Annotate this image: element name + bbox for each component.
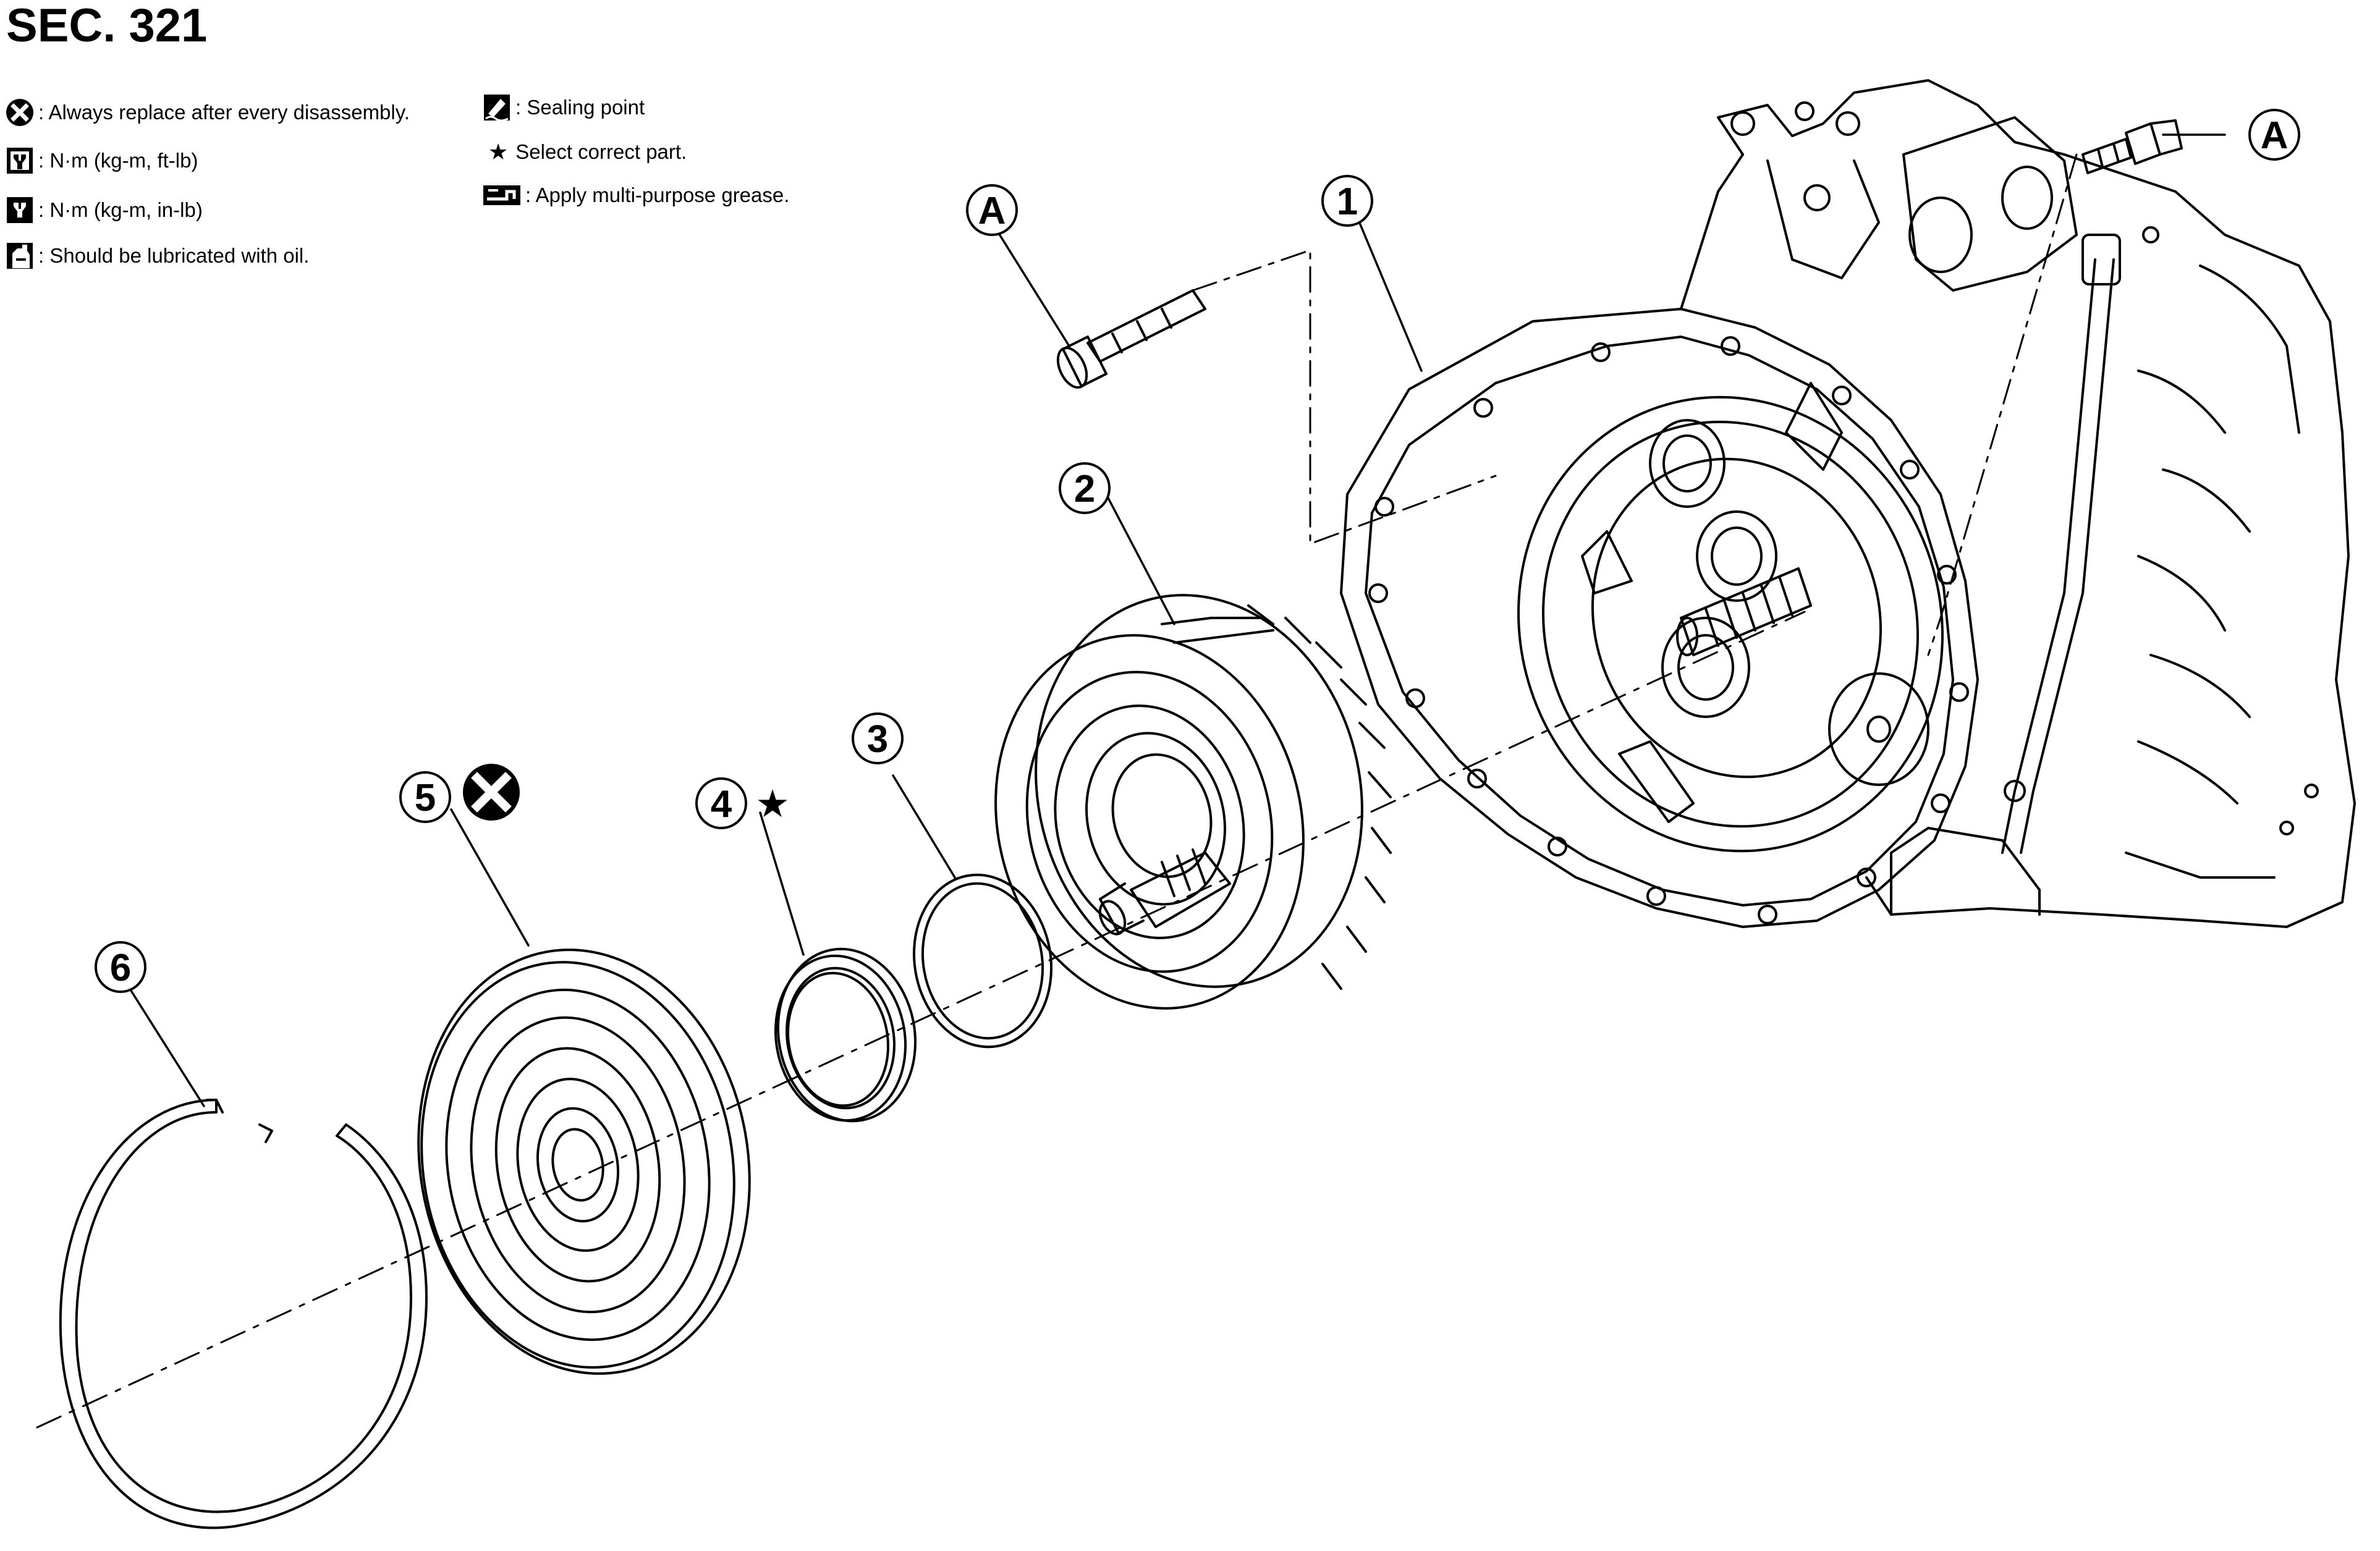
- callout-a-left: A: [966, 184, 1018, 236]
- sealing-point-icon: [484, 95, 510, 122]
- torque-in-lb-icon: [7, 197, 33, 223]
- replace-after-disassembly-marker: [463, 764, 520, 821]
- legend-item-grease: : Apply multi-purpose grease.: [482, 183, 789, 208]
- svg-text:4: 4: [711, 783, 732, 826]
- callout-4: 4: [695, 777, 747, 829]
- replace-after-disassembly-icon: [6, 99, 33, 126]
- legend-text-torque-ft-lb: : N·m (kg-m, ft-lb): [38, 149, 198, 172]
- svg-text:6: 6: [110, 947, 131, 989]
- callout-3: 3: [852, 712, 904, 764]
- thrust-washer-part-3: [912, 873, 1053, 1049]
- legend-text-replace: : Always replace after every disassembly…: [38, 101, 410, 124]
- legend-text-torque-in-lb: : N·m (kg-m, in-lb): [38, 198, 203, 221]
- svg-text:3: 3: [867, 718, 888, 761]
- legend-item-replace: : Always replace after every disassembly…: [5, 98, 410, 127]
- legend-item-sealing: : Sealing point: [482, 93, 645, 122]
- flange-bolt-holes: [1368, 336, 1969, 924]
- callout-2: 2: [1059, 462, 1111, 514]
- section-title: SEC. 321: [6, 0, 208, 52]
- bolt-leader-lines: [1192, 153, 2078, 656]
- select-part-star-icon: ★: [488, 139, 509, 164]
- torque-converter-part-2: [994, 594, 1392, 1010]
- legend-text-sealing: : Sealing point: [515, 96, 645, 119]
- bearing-race-part-4: [774, 947, 917, 1123]
- torque-ft-lb-icon: [7, 148, 33, 174]
- legend-text-lubricate: : Should be lubricated with oil.: [38, 244, 310, 267]
- legend-item-select-part: ★ Select correct part.: [488, 140, 687, 164]
- svg-text:A: A: [978, 190, 1006, 232]
- legend-item-lubricate: : Should be lubricated with oil.: [5, 241, 309, 271]
- select-part-star-marker: ★: [755, 781, 790, 826]
- oil-pump-seal-part-5: [417, 949, 751, 1375]
- callout-1: 1: [1321, 175, 1373, 227]
- snap-ring-part-6: [59, 1099, 428, 1529]
- multi-purpose-grease-icon: [483, 185, 520, 205]
- transaxle-case-part-1: [1340, 79, 2356, 928]
- svg-text:5: 5: [415, 777, 436, 819]
- svg-text:1: 1: [1337, 180, 1358, 223]
- legend-text-grease: : Apply multi-purpose grease.: [525, 184, 790, 206]
- mounting-bolt-left: [1056, 289, 1206, 389]
- svg-text:2: 2: [1074, 468, 1095, 510]
- svg-text:A: A: [2261, 114, 2289, 157]
- legend-item-torque-ft-lb: : N·m (kg-m, ft-lb): [5, 146, 198, 175]
- legend-text-select-part: Select correct part.: [515, 140, 687, 163]
- callout-leader-lines: [129, 133, 2226, 1107]
- callout-5: 5: [399, 771, 451, 823]
- lubricate-with-oil-icon: [7, 243, 33, 269]
- callout-6: 6: [95, 941, 146, 993]
- center-axis-line: [36, 611, 1806, 1429]
- callout-a-right: A: [2248, 109, 2300, 161]
- legend-item-torque-in-lb: : N·m (kg-m, in-lb): [5, 195, 203, 225]
